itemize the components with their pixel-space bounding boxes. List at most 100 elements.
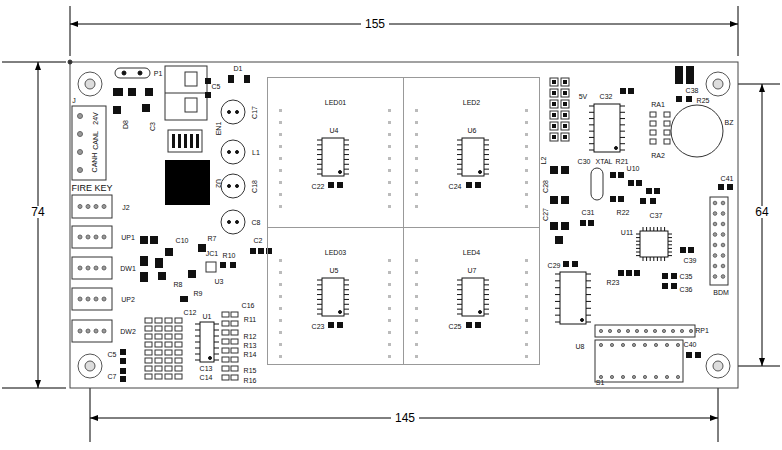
- ic-pin: [484, 309, 489, 310]
- ic-pin: [586, 308, 591, 309]
- ic-pin: [646, 257, 647, 261]
- ic-pin: [457, 159, 462, 160]
- ic-pin: [586, 301, 591, 302]
- smd-pad: [650, 198, 656, 204]
- ic-pin: [344, 309, 349, 310]
- ic-pin: [589, 143, 594, 144]
- smd-pad: [180, 296, 188, 302]
- part-designator: C37: [650, 212, 663, 219]
- smd-pad: [205, 92, 211, 98]
- relay: [165, 66, 207, 120]
- smd-pad: [552, 135, 556, 139]
- pin: [713, 264, 717, 268]
- part-designator: D8: [121, 120, 128, 129]
- ic-pin: [195, 354, 200, 355]
- part-designator: C5: [108, 351, 117, 358]
- ic-pin: [636, 241, 640, 242]
- smd-pad: [688, 247, 694, 253]
- pad-outline: [145, 342, 152, 347]
- connector: [72, 226, 112, 248]
- ic-pin: [344, 314, 349, 315]
- pad-outline: [175, 318, 182, 323]
- relay-window: [185, 72, 197, 86]
- led-dot: [415, 193, 418, 196]
- ic-pin: [317, 149, 322, 150]
- led-dot: [415, 157, 418, 160]
- pad-outline: [175, 350, 182, 355]
- pin: [138, 71, 142, 75]
- pad-outline: [561, 100, 569, 108]
- smd-pad: [636, 180, 642, 186]
- ic-pin: [457, 309, 462, 310]
- ic-pin: [484, 294, 489, 295]
- dimension-line: [70, 6, 71, 56]
- connector-pin: [78, 266, 82, 270]
- pin1-dot: [479, 311, 482, 314]
- part-designator: R25: [697, 97, 710, 104]
- ic-pin: [195, 336, 200, 337]
- part-designator: P1: [154, 70, 163, 77]
- pin1-dot: [209, 357, 212, 360]
- smd-pad: [145, 88, 153, 96]
- part-designator: CANH: [92, 152, 99, 172]
- led-dot: [525, 145, 528, 148]
- smd-pad: [150, 236, 158, 244]
- ic-pin: [620, 112, 625, 113]
- smd-pad: [610, 172, 616, 178]
- arrow-head: [759, 358, 765, 366]
- pad-outline: [165, 366, 172, 371]
- led-dot: [388, 355, 391, 358]
- ic-body: [200, 322, 214, 362]
- connector-pin: [78, 235, 82, 239]
- pad-outline: [561, 133, 569, 141]
- ic-pin: [344, 144, 349, 145]
- smd-pad: [337, 182, 343, 188]
- pin: [643, 375, 646, 378]
- pad-outline: [650, 121, 656, 126]
- smd-pad: [626, 270, 632, 276]
- dip-switch: [595, 340, 683, 382]
- ic-pin: [589, 112, 594, 113]
- smd-pad: [228, 75, 234, 83]
- led-dot: [279, 307, 282, 310]
- led-dot: [388, 145, 391, 148]
- dimension-line: [718, 380, 719, 442]
- panel-label: LED03: [268, 249, 403, 256]
- connector-pin: [94, 205, 98, 209]
- pad-outline: [165, 318, 172, 323]
- led-panel: LED01: [267, 77, 404, 228]
- pad-outline: [222, 375, 229, 380]
- pad-outline: [650, 139, 656, 144]
- led-dot: [279, 169, 282, 172]
- smd-pad: [140, 256, 148, 266]
- dimension-value: 155: [361, 18, 389, 30]
- led-panel: LED03: [267, 227, 404, 365]
- ic-pin: [636, 244, 640, 245]
- pad-outline: [175, 334, 182, 339]
- connector-pin: [78, 205, 82, 209]
- ic-pin: [636, 237, 640, 238]
- dimension-line: [2, 388, 66, 389]
- connector-pin: [102, 235, 106, 239]
- pin: [610, 375, 613, 378]
- led-dot: [525, 121, 528, 124]
- ic-pin: [344, 154, 349, 155]
- smd-pad: [205, 78, 211, 84]
- ic-pin: [664, 227, 665, 231]
- ic-pin: [620, 106, 625, 107]
- dimension-line: [738, 6, 739, 56]
- ic-pin: [317, 284, 322, 285]
- smd-pad: [552, 91, 556, 95]
- ic-pin: [457, 164, 462, 165]
- smd-pad: [563, 261, 569, 267]
- part-designator: J: [72, 97, 76, 104]
- part-designator: U7: [468, 267, 477, 274]
- ic-pin: [457, 144, 462, 145]
- pin: [713, 201, 717, 205]
- led-dot: [388, 259, 391, 262]
- part-designator: C2: [254, 237, 263, 244]
- ic-pin: [589, 131, 594, 132]
- ic-pin: [668, 252, 672, 253]
- ic-pin: [457, 304, 462, 305]
- ic-pin: [484, 164, 489, 165]
